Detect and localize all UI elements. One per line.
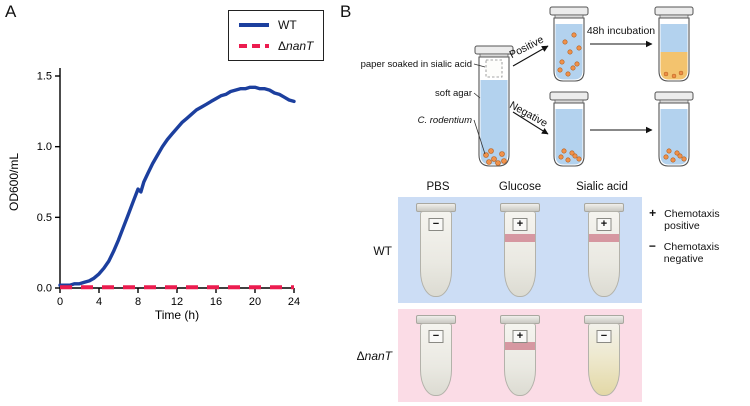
svg-text:OD600/mL: OD600/mL [7, 153, 21, 211]
chart-legend: WT ΔnanT [228, 10, 325, 61]
svg-text:Time (h): Time (h) [155, 308, 199, 322]
wt-tube-strip: − + + [398, 197, 642, 303]
legend-negative-text: Chemotaxis negative [663, 241, 720, 265]
svg-text:20: 20 [249, 296, 261, 308]
row-label-wt: WT [373, 244, 392, 258]
chemotaxis-sign: + [596, 218, 612, 231]
assay-tube-photo: − [582, 315, 626, 396]
tube-body: − [588, 323, 620, 396]
row-label-nant: ΔnanT [356, 349, 392, 363]
chemotaxis-assay-diagram: paper soaked in sialic acid soft agar C.… [361, 6, 694, 167]
bacteria-band [505, 342, 535, 351]
tube-body: + [588, 211, 620, 297]
legend-positive: + Chemotaxis positive [648, 206, 750, 232]
column-header-sialic-acid: Sialic acid [576, 181, 628, 193]
positive-label: Positive [508, 34, 546, 61]
svg-text:24: 24 [288, 296, 300, 308]
bacteria-dots [483, 148, 507, 166]
growth-curve-chart: 0.0 0.5 1.0 1.5 0 4 8 12 16 20 24 OD600/mL Time (h) [7, 68, 300, 322]
legend-entry-nant: ΔnanT [239, 40, 313, 52]
wt-line-swatch [239, 23, 269, 27]
assay-tube-photo: + [498, 315, 542, 396]
chemotaxis-legend: + Chemotaxis positive − Chemotaxis negat… [648, 206, 750, 265]
tube-body: − [420, 211, 452, 297]
tube-body: + [504, 323, 536, 396]
legend-negative: − Chemotaxis negative [648, 239, 750, 265]
svg-text:1.0: 1.0 [37, 141, 52, 153]
negative-label: Negative [507, 99, 549, 130]
assay-row-wt: − + + [398, 197, 642, 303]
svg-text:8: 8 [135, 296, 141, 308]
panel-a-label: A [5, 2, 17, 21]
column-header-glucose: Glucose [498, 181, 542, 193]
svg-text:0.0: 0.0 [37, 283, 52, 295]
svg-text:12: 12 [171, 296, 183, 308]
negative-tube-before [549, 91, 589, 167]
paper-label: paper soaked in sialic acid [361, 59, 472, 70]
bacteria-band [589, 233, 619, 242]
legend-nant-label: ΔnanT [278, 39, 314, 53]
positive-tube-before [549, 6, 589, 82]
sialic-paper [485, 59, 503, 78]
legend-wt-label: WT [278, 18, 297, 32]
svg-text:0.5: 0.5 [37, 212, 52, 224]
positive-tube-after [654, 6, 694, 82]
assay-tube-photo: − [414, 315, 458, 396]
assay-column-headers: PBS Glucose Sialic acid [398, 181, 642, 193]
chemotaxis-sign: + [512, 218, 528, 231]
svg-text:4: 4 [96, 296, 102, 308]
tube-body: − [420, 323, 452, 396]
assay-tube-photo: + [582, 203, 626, 297]
start-tube [474, 45, 514, 167]
negative-tube-after [654, 91, 694, 167]
negative-arrow [512, 111, 549, 135]
incubation-label: 48h incubation [587, 25, 655, 37]
minus-symbol: − [648, 239, 656, 253]
legend-positive-text: Chemotaxis positive [664, 208, 720, 232]
positive-arrow [512, 45, 549, 67]
assay-row-nant: − + − [398, 309, 642, 402]
nant-tube-strip: − + − [398, 309, 642, 402]
tube-body: + [504, 211, 536, 297]
svg-text:0: 0 [57, 296, 63, 308]
c-rodentium-label: C. rodentium [418, 115, 472, 126]
svg-text:16: 16 [210, 296, 222, 308]
legend-entry-wt: WT [239, 19, 313, 31]
column-header-pbs: PBS [426, 181, 450, 193]
svg-text:1.5: 1.5 [37, 71, 52, 83]
chemotaxis-sign: − [596, 330, 612, 343]
soft-agar-label: soft agar [435, 88, 472, 99]
chemotaxis-sign: + [512, 330, 528, 343]
panel-b-label: B [340, 2, 352, 21]
chemotaxis-sign: − [428, 218, 444, 231]
plus-symbol: + [649, 206, 657, 220]
nant-dashed-line-swatch [239, 44, 269, 48]
soft-agar-fill [480, 80, 508, 165]
chemotaxis-sign: − [428, 330, 444, 343]
assay-tube-photo: − [414, 203, 458, 297]
assay-tube-photo: + [498, 203, 542, 297]
bacteria-band [505, 233, 535, 242]
